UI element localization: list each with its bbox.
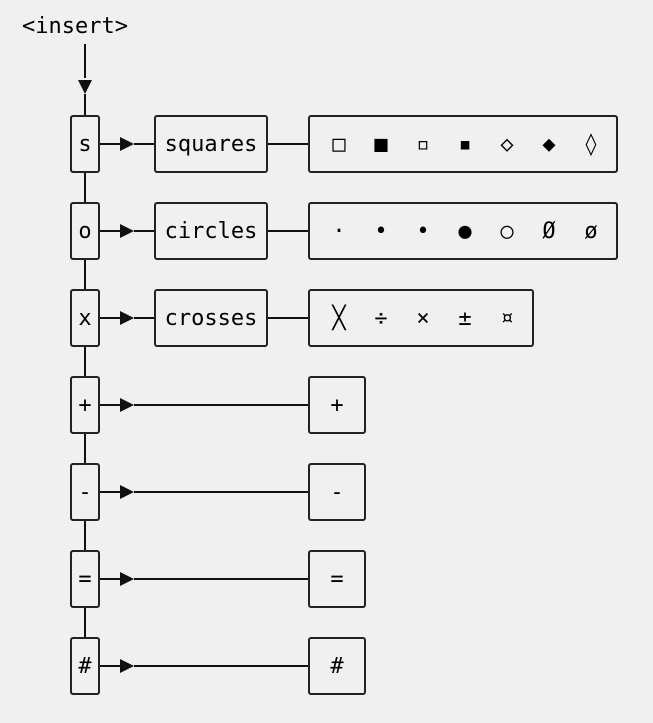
symbol: ◊: [584, 131, 598, 157]
key-o: o: [70, 202, 100, 260]
category-squares: squares: [154, 115, 268, 173]
symbol: ·: [332, 218, 346, 244]
key-equals: =: [70, 550, 100, 608]
insert-title: <insert>: [22, 14, 128, 39]
key-x: x: [70, 289, 100, 347]
symbol: ■: [374, 131, 388, 157]
symbols-circles: · • • ● ○ Ø ø: [308, 202, 618, 260]
symbol: •: [416, 218, 430, 244]
symbol: ÷: [374, 305, 388, 331]
symbol: ◆: [542, 131, 556, 157]
symbol-plus: +: [308, 376, 366, 434]
symbol: ◇: [500, 131, 514, 157]
symbol: •: [374, 218, 388, 244]
key-plus: +: [70, 376, 100, 434]
symbol: ø: [584, 218, 598, 244]
symbol: ○: [500, 218, 514, 244]
symbol: ●: [458, 218, 472, 244]
symbols-crosses: ╳ ÷ × ± ¤: [308, 289, 534, 347]
symbols-squares: □ ■ ▫ ▪ ◇ ◆ ◊: [308, 115, 618, 173]
symbol: ¤: [500, 305, 514, 331]
key-s: s: [70, 115, 100, 173]
symbol-minus: -: [308, 463, 366, 521]
symbol: ▫: [416, 131, 430, 157]
symbol-hash: #: [308, 637, 366, 695]
symbol-equals: =: [308, 550, 366, 608]
symbol: ▪: [458, 131, 472, 157]
symbol: ×: [416, 305, 430, 331]
category-circles: circles: [154, 202, 268, 260]
symbol: ╳: [332, 305, 346, 331]
symbol: □: [332, 131, 346, 157]
key-hash: #: [70, 637, 100, 695]
category-crosses: crosses: [154, 289, 268, 347]
symbol: ±: [458, 305, 472, 331]
symbol: Ø: [542, 218, 556, 244]
key-minus: -: [70, 463, 100, 521]
